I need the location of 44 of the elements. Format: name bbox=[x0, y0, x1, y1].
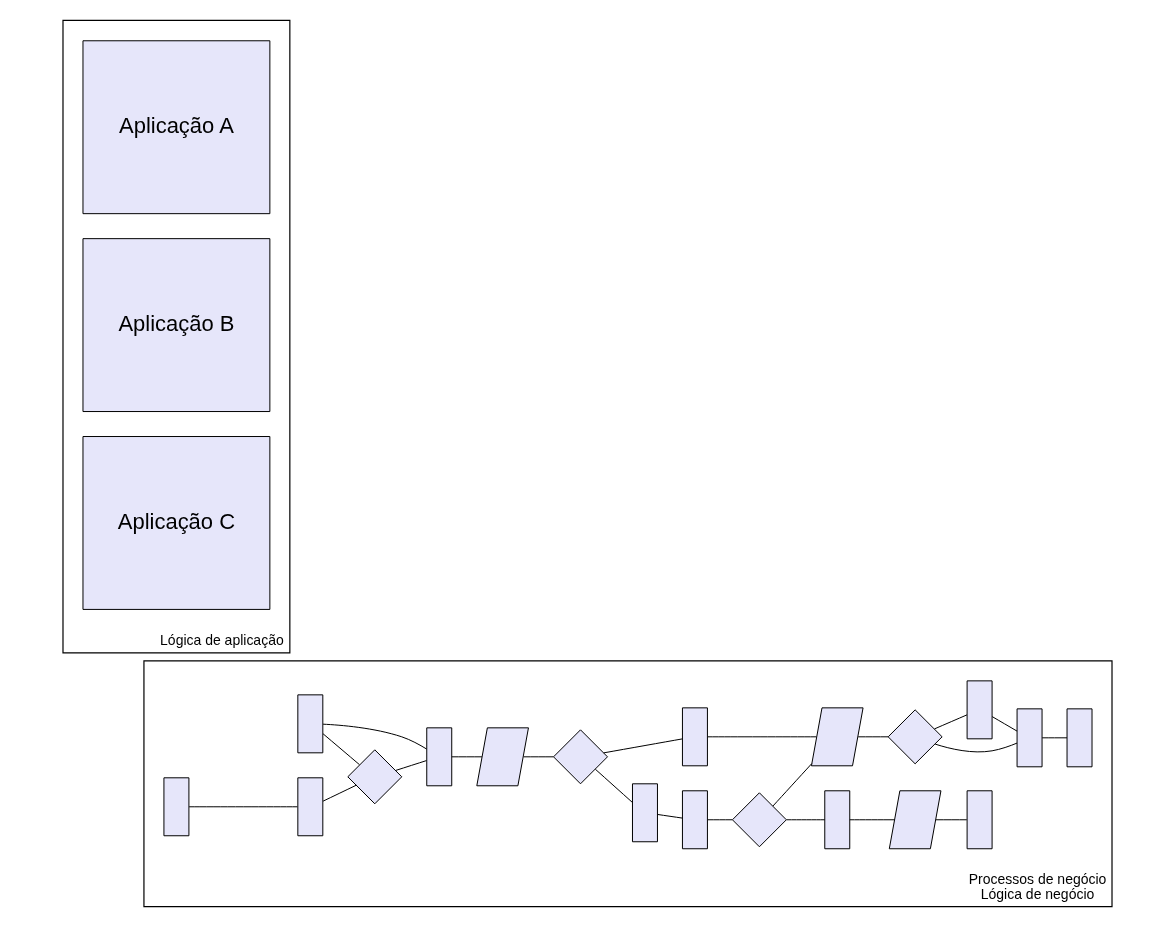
node-diamond bbox=[552, 729, 608, 785]
node-parallelogram bbox=[475, 727, 529, 787]
node-box: Aplicação B bbox=[82, 238, 270, 413]
connector bbox=[322, 784, 357, 802]
connector bbox=[602, 738, 683, 754]
cluster: Processos de negócio Lógica de negócio bbox=[142, 660, 1113, 908]
connector bbox=[991, 716, 1018, 732]
connector bbox=[450, 756, 482, 758]
node-box: Aplicação C bbox=[82, 436, 270, 610]
node-box bbox=[681, 790, 708, 850]
node-box bbox=[296, 694, 323, 754]
node-box bbox=[966, 680, 993, 740]
node-box: Aplicação A bbox=[82, 40, 270, 215]
connector bbox=[656, 813, 683, 819]
node-box bbox=[162, 777, 189, 837]
connector bbox=[706, 819, 733, 821]
node-box bbox=[966, 790, 993, 850]
connector bbox=[785, 819, 825, 821]
node-box bbox=[1016, 708, 1043, 768]
node-diamond bbox=[346, 749, 402, 805]
connector bbox=[594, 768, 633, 803]
connector bbox=[848, 819, 895, 821]
node-box bbox=[1066, 708, 1092, 768]
node-box bbox=[631, 783, 658, 843]
connector bbox=[1041, 737, 1067, 739]
connector bbox=[706, 736, 817, 738]
node-parallelogram bbox=[810, 707, 864, 767]
connector bbox=[771, 763, 812, 807]
connector bbox=[857, 736, 889, 738]
connector bbox=[522, 756, 554, 758]
node-parallelogram bbox=[888, 790, 941, 850]
connector bbox=[394, 760, 427, 771]
node-box bbox=[823, 790, 850, 850]
node-box bbox=[681, 707, 708, 767]
connector bbox=[188, 806, 298, 808]
node-box bbox=[425, 727, 452, 787]
node-box bbox=[296, 777, 323, 837]
connector bbox=[322, 733, 360, 766]
connector bbox=[934, 819, 967, 821]
connector bbox=[322, 723, 427, 750]
connector bbox=[934, 742, 1017, 753]
node-diamond bbox=[887, 709, 943, 765]
node-diamond bbox=[731, 792, 787, 848]
connector bbox=[933, 714, 967, 730]
